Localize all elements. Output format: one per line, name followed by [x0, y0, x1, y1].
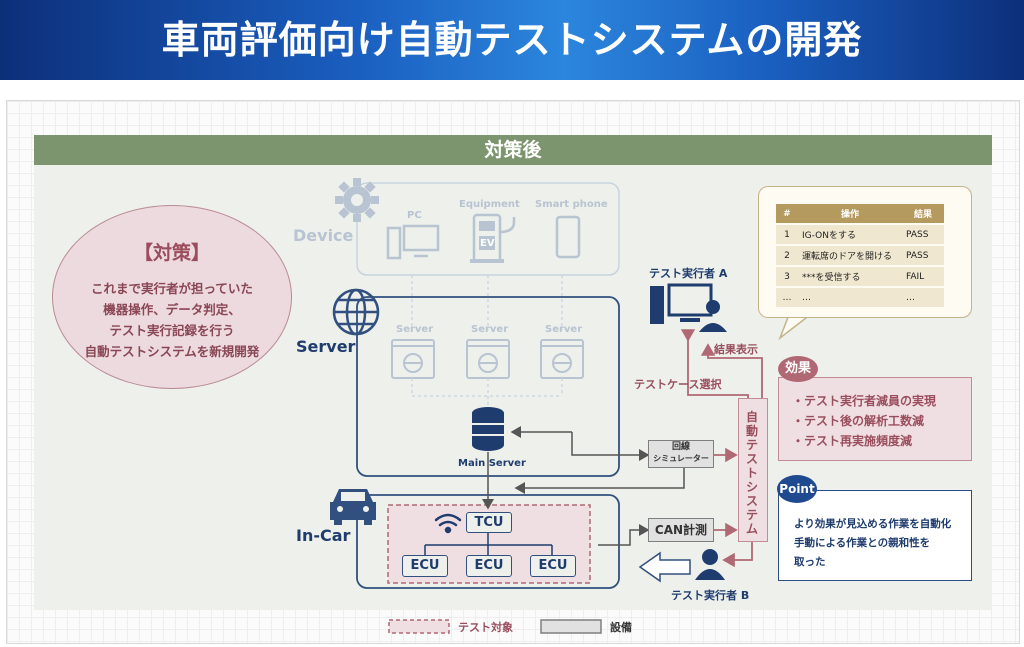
- ecu-box: ECU: [530, 555, 576, 577]
- results-table: # 操作 結果 1 IG-ONをする PASS 2 運転席のドアを開ける PAS…: [776, 204, 944, 309]
- smartphone-label: Smart phone: [535, 199, 608, 210]
- ecu-box: ECU: [466, 555, 512, 577]
- table-row: 2 運転席のドアを開ける PASS: [776, 245, 944, 267]
- legend-equipment-label: 設備: [610, 621, 632, 634]
- measure-line: 自動テストシステムを新規開発: [84, 344, 260, 359]
- table-header: 操作: [798, 204, 902, 225]
- point-line: より効果が見込める作業を自動化: [794, 518, 952, 530]
- line-simulator-label: シミュレーター: [653, 454, 709, 463]
- table-header: 結果: [902, 204, 944, 225]
- pc-label: PC: [407, 210, 422, 221]
- legend-test-target-swatch: [388, 619, 450, 634]
- table-row: 3 ***を受信する FAIL: [776, 266, 944, 288]
- table-row: 1 IG-ONをする PASS: [776, 224, 944, 246]
- tcu-box: TCU: [466, 512, 512, 533]
- measure-line: 機器操作、データ判定、: [103, 302, 241, 317]
- incar-label: In-Car: [296, 526, 351, 545]
- point-box: [778, 490, 972, 581]
- page-title: 車両評価向け自動テストシステムの開発: [0, 0, 1024, 80]
- effect-badge: 効果: [778, 356, 818, 382]
- legend-equipment-swatch: [540, 619, 602, 634]
- server-icon: [540, 339, 584, 379]
- measure-line: これまで実行者が担っていた: [91, 281, 253, 296]
- table-row: … … …: [776, 287, 944, 309]
- auto-test-system-box: [738, 398, 768, 542]
- equipment-label: Equipment: [459, 199, 520, 210]
- can-measure-box: CAN計測: [648, 518, 714, 542]
- line-simulator-label: 回線: [671, 442, 690, 452]
- server-icon: [391, 339, 435, 379]
- line-simulator-box: 回線 シミュレーター: [648, 440, 714, 468]
- tester-b-icon: [695, 549, 725, 580]
- effect-item: ・テスト再実施頻度減: [792, 434, 913, 448]
- server-icon: [466, 339, 510, 379]
- server-item-label: Server: [545, 324, 583, 335]
- tester-a-label: テスト実行者 A: [649, 267, 728, 280]
- tester-b-label: テスト実行者 B: [671, 589, 750, 602]
- test-case-select-label: テストケース選択: [634, 378, 722, 391]
- result-display-label: 結果表示: [714, 343, 758, 356]
- legend-test-target-label: テスト対象: [458, 621, 513, 634]
- point-line: 取った: [794, 556, 826, 568]
- ev-charger-icon: [470, 213, 516, 263]
- device-label: Device: [293, 226, 354, 245]
- smartphone-icon: [555, 215, 581, 259]
- car-icon: [330, 489, 376, 525]
- pc-icon: [386, 224, 440, 260]
- database-icon: [472, 407, 504, 451]
- effect-box: [778, 377, 972, 461]
- measure-title: 【対策】: [133, 242, 210, 264]
- server-label: Server: [296, 337, 356, 356]
- auto-test-system-label: 自動テストシステム: [745, 410, 758, 536]
- tester-a-icon: [650, 283, 727, 332]
- globe-icon: [332, 288, 380, 336]
- main-server-label: Main Server: [458, 458, 526, 469]
- ecu-box: ECU: [402, 555, 448, 577]
- ev-label: EV: [480, 238, 495, 249]
- measure-circle: [52, 205, 292, 389]
- section-title: 対策後: [34, 135, 992, 165]
- server-item-label: Server: [471, 324, 509, 335]
- measure-line: テスト実行記録を行う: [109, 323, 235, 338]
- effect-item: ・テスト後の解析工数減: [792, 414, 925, 428]
- point-line: 手動による作業との親和性を: [794, 537, 931, 549]
- arrow-to-incar: [638, 551, 691, 583]
- gear-icon: [335, 178, 379, 222]
- wifi-icon: [434, 513, 462, 534]
- table-header: #: [776, 204, 798, 225]
- point-badge: Point: [777, 475, 817, 503]
- effect-item: ・テスト実行者減員の実現: [792, 394, 937, 408]
- server-item-label: Server: [396, 324, 434, 335]
